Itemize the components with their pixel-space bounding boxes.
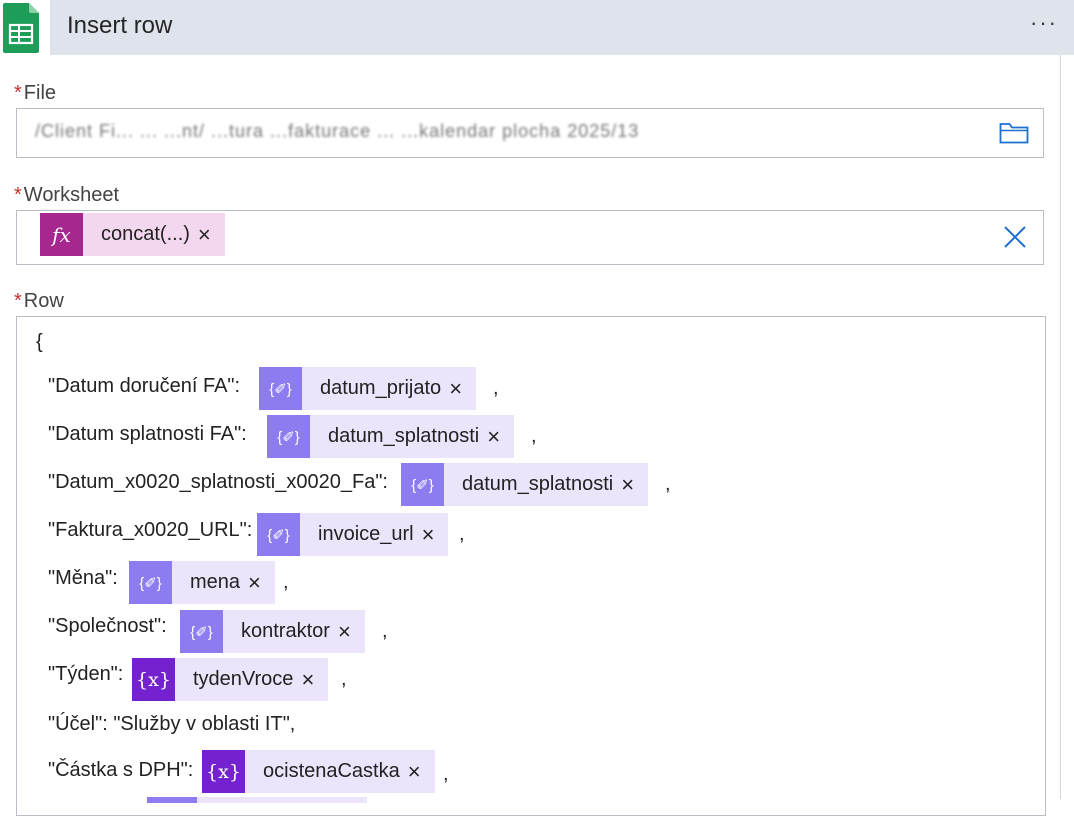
partial-token-edge	[147, 797, 197, 803]
dynamic-content-icon: {✐}	[129, 561, 172, 604]
row-label: *Row	[14, 290, 64, 313]
row-label-text: Row	[23, 290, 64, 312]
token-label: datum_prijato	[320, 377, 442, 399]
remove-token-icon[interactable]: ×	[197, 221, 211, 247]
dynamic-content-icon: {✐}	[267, 415, 310, 458]
variable-icon: {x}	[132, 658, 175, 701]
remove-token-icon[interactable]: ×	[421, 521, 435, 547]
google-sheets-icon	[0, 0, 50, 55]
row-key: "Účel": "Služby v oblasti IT",	[48, 713, 296, 735]
file-label-text: File	[23, 82, 57, 104]
required-mark: *	[14, 184, 22, 206]
dynamic-content-icon: {✐}	[401, 463, 444, 506]
dynamic-content-token[interactable]: {✐} mena ×	[129, 561, 275, 604]
clear-icon[interactable]	[1003, 225, 1027, 254]
variable-token[interactable]: {x} tydenVroce ×	[132, 658, 329, 701]
worksheet-input[interactable]: fx concat(...) ×	[16, 210, 1044, 265]
row-key: "Částka s DPH":	[48, 759, 194, 781]
open-brace: {	[36, 331, 43, 353]
file-path-value: /Client Fi... ... ...nt/ ...tura ...fakt…	[35, 121, 640, 141]
row-key: "Měna":	[48, 567, 118, 589]
file-label: *File	[14, 82, 56, 105]
expression-token[interactable]: fx concat(...) ×	[40, 213, 225, 256]
dynamic-content-icon: {✐}	[257, 513, 300, 556]
dynamic-content-token[interactable]: {✐} datum_prijato ×	[259, 367, 477, 410]
worksheet-label-text: Worksheet	[23, 184, 120, 206]
token-label: datum_splatnosti	[462, 473, 614, 495]
comma: ,	[493, 377, 499, 399]
dynamic-content-icon: {✐}	[259, 367, 302, 410]
row-key: "Týden":	[48, 663, 124, 685]
remove-token-icon[interactable]: ×	[248, 569, 261, 595]
token-label: concat(...)	[101, 223, 190, 245]
file-input[interactable]: /Client Fi... ... ...nt/ ...tura ...fakt…	[16, 108, 1044, 158]
comma: ,	[459, 523, 465, 545]
remove-token-icon[interactable]: ×	[337, 618, 351, 644]
dynamic-content-token[interactable]: {✐} invoice_url ×	[257, 513, 449, 556]
row-key: "Datum splatnosti FA":	[48, 423, 247, 445]
dynamic-content-token[interactable]: {✐} kontraktor ×	[180, 610, 365, 653]
remove-token-icon[interactable]: ×	[449, 375, 463, 401]
remove-token-icon[interactable]: ×	[621, 471, 635, 497]
comma: ,	[382, 620, 388, 642]
worksheet-label: *Worksheet	[14, 184, 119, 207]
token-label: invoice_url	[318, 523, 414, 545]
comma: ,	[665, 473, 671, 495]
row-key: "Datum doručení FA":	[48, 375, 241, 397]
remove-token-icon[interactable]: ×	[301, 666, 315, 692]
function-icon: fx	[40, 213, 83, 256]
row-key: "Společnost":	[48, 615, 167, 637]
action-header[interactable]: Insert row ···	[0, 0, 1074, 55]
row-key: "Datum_x0020_splatnosti_x0020_Fa":	[48, 471, 388, 493]
comma: ,	[531, 425, 537, 447]
comma: ,	[283, 571, 289, 593]
token-label: ocistenaCastka	[263, 760, 400, 782]
required-mark: *	[14, 290, 22, 312]
token-label: kontraktor	[241, 620, 330, 642]
row-key: "Faktura_x0020_URL":	[48, 519, 253, 541]
dynamic-content-token[interactable]: {✐} datum_splatnosti ×	[267, 415, 515, 458]
remove-token-icon[interactable]: ×	[407, 758, 421, 784]
comma: ,	[341, 668, 347, 690]
partial-token-edge	[197, 797, 367, 803]
token-label: datum_splatnosti	[328, 425, 480, 447]
variable-token[interactable]: {x} ocistenaCastka ×	[202, 750, 435, 793]
dynamic-content-token[interactable]: {✐} datum_splatnosti ×	[401, 463, 649, 506]
required-mark: *	[14, 82, 22, 104]
token-label: tydenVroce	[193, 668, 294, 690]
dynamic-content-icon: {✐}	[180, 610, 223, 653]
comma: ,	[443, 763, 449, 785]
token-label: mena	[190, 571, 241, 593]
row-json-editor[interactable]: { "Datum doručení FA": {✐} datum_prijato…	[16, 316, 1046, 816]
more-options-icon[interactable]: ···	[1030, 10, 1058, 35]
variable-icon: {x}	[202, 750, 245, 793]
remove-token-icon[interactable]: ×	[487, 423, 501, 449]
action-title: Insert row	[67, 12, 173, 39]
folder-icon[interactable]	[999, 121, 1029, 150]
